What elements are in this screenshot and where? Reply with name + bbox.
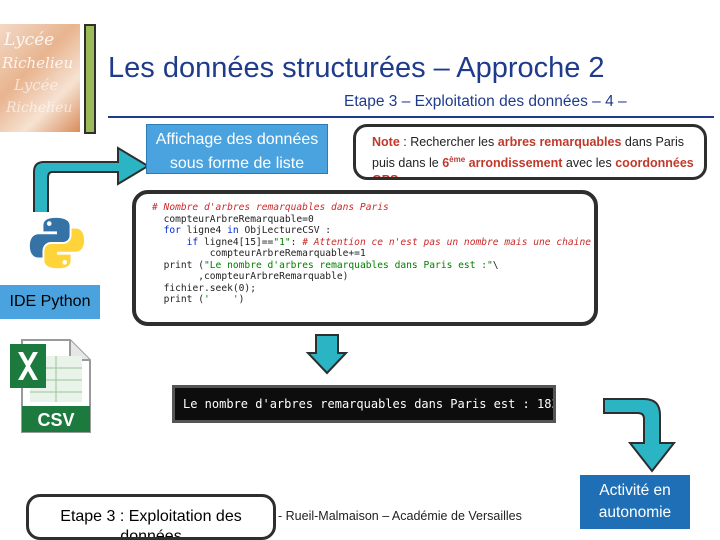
etape-box: Etape 3 : Exploitation des données <box>26 494 276 540</box>
note-highlight-3: arrondissement <box>469 156 563 170</box>
console-output: Le nombre d'arbres remarquables dans Par… <box>172 385 556 423</box>
footer-text: - Rueil-Malmaison – Académie de Versaill… <box>278 509 522 523</box>
school-logo: Lycée Richelieu Lycée Richelieu <box>0 24 80 132</box>
code-line-4e: # Attention ce n'est pas un nombre mais … <box>302 237 591 248</box>
note-sup: ème <box>449 155 465 164</box>
code-line-8: fichier.seek(0); <box>164 283 256 294</box>
code-line-4b: ligne4[15]== <box>198 237 273 248</box>
curved-arrow-right-icon <box>560 385 680 480</box>
code-line-4c: "1" <box>273 237 290 248</box>
page-title: Les données structurées – Approche 2 <box>108 52 605 85</box>
code-line-1: # Nombre d'arbres remarquables dans Pari… <box>152 202 389 213</box>
note-highlight-1: arbres remarquables <box>498 135 622 149</box>
activite-autonomie-box: Activité en autonomie <box>580 475 690 529</box>
code-line-6a: print ( <box>164 260 204 271</box>
logo-text-3: Lycée <box>14 76 58 94</box>
code-line-7: ,compteurArbreRemarquable) <box>198 271 348 282</box>
ide-python-label: IDE Python <box>0 285 100 319</box>
svg-text:CSV: CSV <box>37 410 74 430</box>
code-line-6c: \ <box>493 260 499 271</box>
code-line-5: compteurArbreRemarquable+=1 <box>210 248 366 259</box>
affichage-box: Affichage des données sous forme de list… <box>146 124 328 174</box>
decorative-vertical-bar <box>84 24 96 134</box>
note-text-4: . <box>398 173 401 180</box>
down-arrow-icon <box>306 333 348 375</box>
python-logo-icon <box>26 212 88 274</box>
code-line-6b: "Le nombre d'arbres remarquables dans Pa… <box>204 260 493 271</box>
code-line-3b: ligne4 <box>181 225 227 236</box>
page-subtitle: Etape 3 – Exploitation des données – 4 – <box>344 93 627 111</box>
logo-text-1: Lycée <box>4 30 54 50</box>
excel-csv-icon: CSV <box>8 338 92 434</box>
code-line-9b: ' ' <box>204 294 239 305</box>
title-divider <box>108 116 714 118</box>
note-text-3: avec les <box>562 156 615 170</box>
code-panel: # Nombre d'arbres remarquables dans Pari… <box>132 190 598 326</box>
code-line-4d: : <box>291 237 303 248</box>
note-label: Note <box>372 135 400 149</box>
code-line-3c: in <box>227 225 239 236</box>
code-line-9a: print ( <box>164 294 204 305</box>
code-line-9c: ) <box>239 294 245 305</box>
code-line-2: compteurArbreRemarquable=0 <box>164 214 314 225</box>
code-line-4a: if <box>187 237 199 248</box>
code-line-3a: for <box>164 225 181 236</box>
code-line-3d: ObjLectureCSV : <box>239 225 331 236</box>
code-block: # Nombre d'arbres remarquables dans Pari… <box>136 194 594 306</box>
logo-text-2: Richelieu <box>2 54 73 72</box>
note-text-1: : Rechercher les <box>400 135 498 149</box>
note-box: Note : Rechercher les arbres remarquable… <box>353 124 707 180</box>
logo-text-4: Richelieu <box>6 100 72 116</box>
